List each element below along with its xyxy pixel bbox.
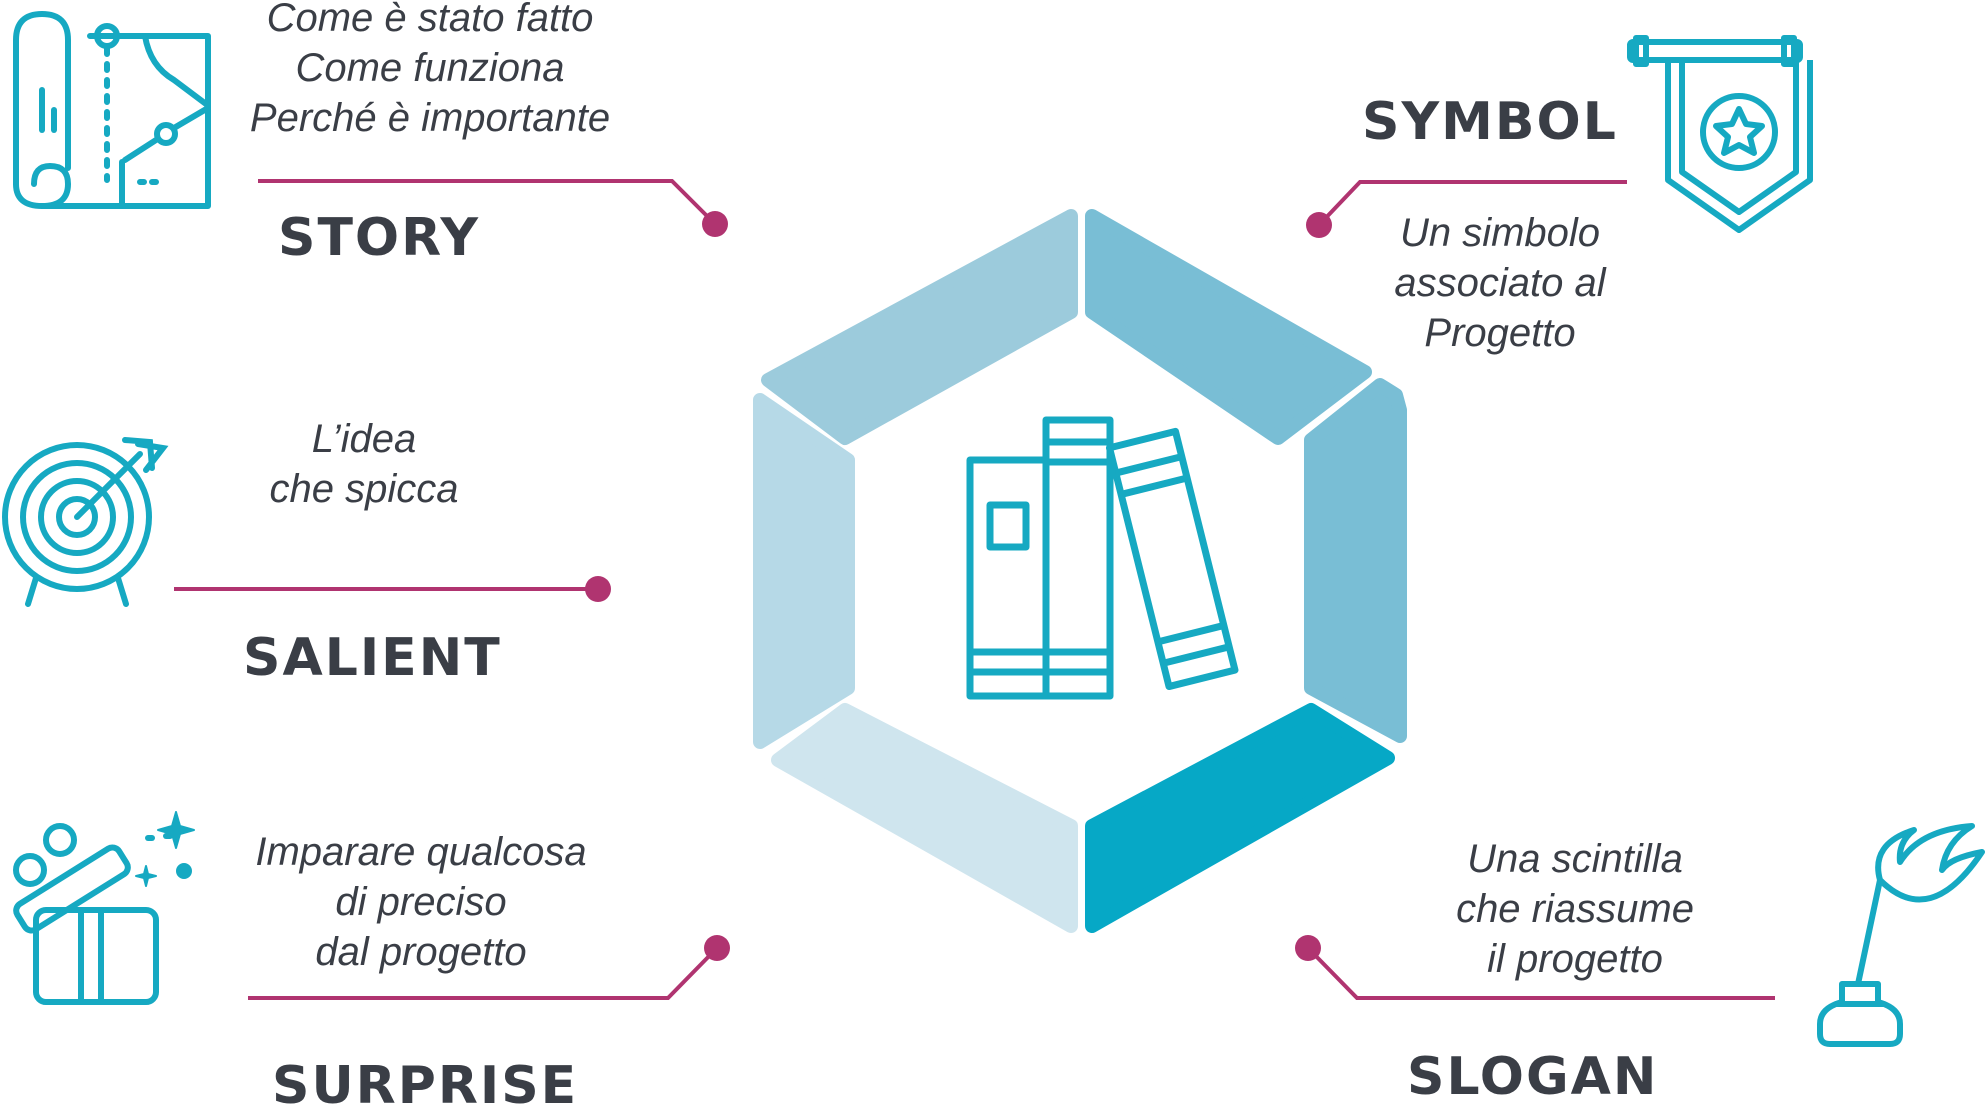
surprise-description-line: dal progetto: [315, 930, 527, 974]
gift-box-icon: [13, 811, 195, 1005]
connector-symbol: [1306, 180, 1627, 238]
symbol-description-line: Progetto: [1424, 311, 1576, 355]
slogan-title: SLOGAN: [1407, 1047, 1659, 1107]
connector-dot-salient: [585, 576, 611, 602]
connector-slogan: [1295, 935, 1775, 1000]
banner-star-icon: [1627, 35, 1813, 233]
connector-dot-slogan: [1295, 935, 1321, 961]
segment-right: [1304, 378, 1407, 743]
connector-dot-symbol: [1306, 212, 1332, 238]
story-description-line: Come è stato fatto: [266, 0, 594, 40]
connector-story: [258, 179, 728, 237]
slogan-description-line: il progetto: [1487, 937, 1663, 981]
target-icon: [2, 437, 169, 607]
salient-description: L’idea che spicca: [234, 414, 494, 514]
connector-salient: [174, 576, 611, 602]
story-description: Come è stato fatto Come funziona Perché …: [220, 0, 640, 143]
surprise-description-line: di preciso: [335, 880, 507, 924]
story-title: STORY: [278, 208, 480, 268]
segment-top-left: [761, 209, 1078, 445]
slogan-description: Una scintilla che riassume il progetto: [1410, 834, 1740, 984]
story-description-line: Come funziona: [295, 46, 565, 90]
symbol-description-line: Un simbolo: [1399, 211, 1601, 255]
slogan-description-line: Una scintilla: [1467, 837, 1683, 881]
connector-dot-surprise: [704, 935, 730, 961]
salient-description-line: che spicca: [269, 467, 459, 511]
quill-ink-icon: [1817, 823, 1985, 1047]
center-hexagon: [753, 209, 1407, 933]
surprise-description-line: Imparare qualcosa: [255, 830, 587, 874]
slogan-description-line: che riassume: [1456, 887, 1694, 931]
story-description-line: Perché è importante: [249, 96, 611, 140]
surprise-description: Imparare qualcosa di preciso dal progett…: [206, 827, 636, 977]
books-icon: [966, 416, 1239, 700]
segment-bottom-left: [771, 703, 1078, 933]
symbol-description: Un simbolo associato al Progetto: [1350, 208, 1650, 358]
surprise-title: SURPRISE: [272, 1056, 579, 1116]
segment-bottom-right: [1085, 703, 1395, 933]
salient-description-line: L’idea: [311, 417, 417, 461]
segment-left: [753, 393, 855, 749]
symbol-title: SYMBOL: [1362, 92, 1618, 152]
symbol-description-line: associato al: [1394, 261, 1606, 305]
connector-dot-story: [702, 211, 728, 237]
segment-top-right: [1085, 209, 1372, 445]
map-icon: [13, 11, 211, 209]
connector-surprise: [248, 935, 730, 1000]
salient-title: SALIENT: [243, 628, 502, 688]
